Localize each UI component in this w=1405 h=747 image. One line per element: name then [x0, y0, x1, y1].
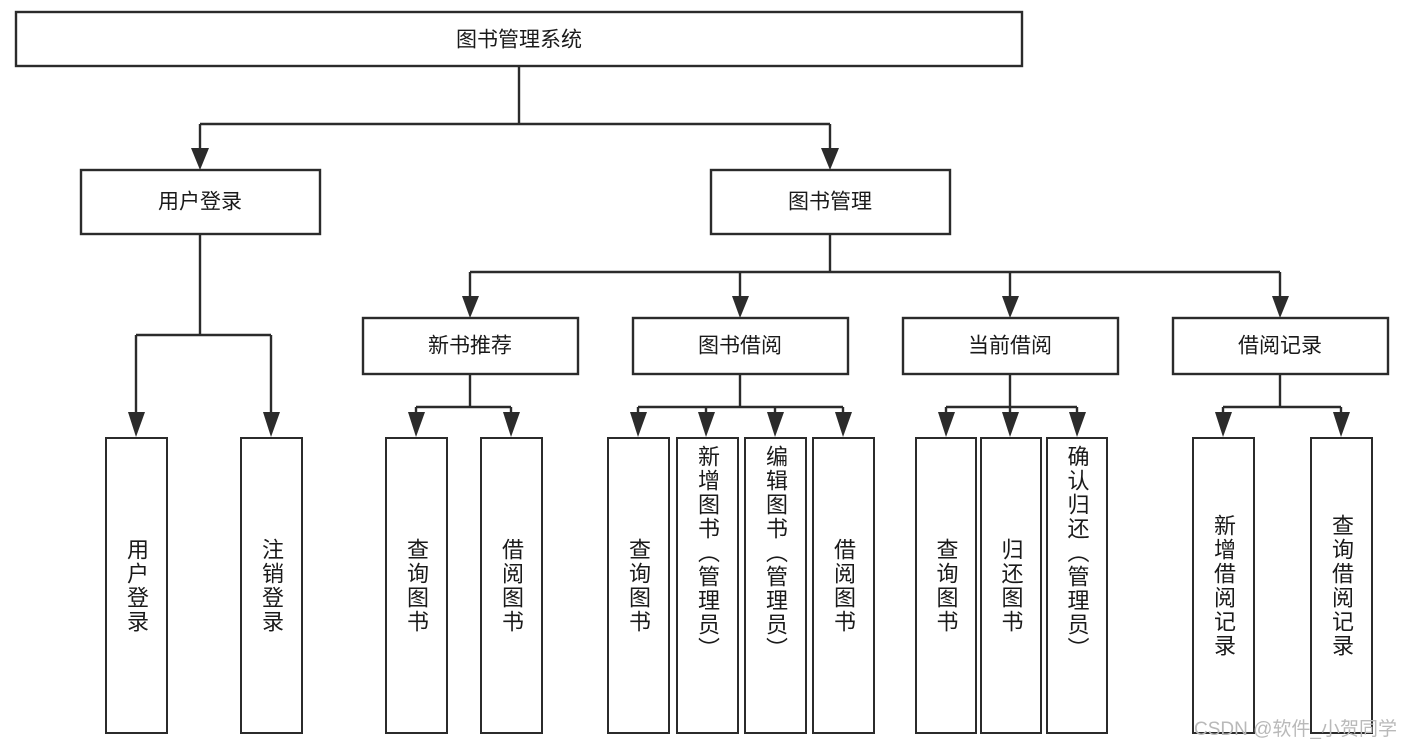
node-root[interactable]: 图书管理系统 [14, 10, 1024, 68]
node-borrow-record-label: 借阅记录 [1238, 335, 1322, 358]
arrowhead-book-borrow [732, 296, 749, 318]
node-borrow-record-rect[interactable] [1171, 316, 1390, 376]
node-user-login-rect[interactable] [79, 168, 322, 236]
leaf-box-bb-query-book[interactable]: 查询图书 [607, 437, 670, 734]
leaf-label-bb-query-book: 查询图书 [626, 537, 652, 634]
leaf-box-br-query-record[interactable]: 查询借阅记录 [1310, 437, 1373, 734]
node-book-borrow[interactable]: 图书借阅 [631, 316, 850, 376]
leaf-label-bb-add-book: 新增图书（管理员） [695, 445, 721, 661]
node-new-book-recommend[interactable]: 新书推荐 [361, 316, 580, 376]
leaf-label-user-login: 用户登录 [124, 537, 150, 634]
leaf-label-bb-borrow-book: 借阅图书 [831, 537, 857, 634]
arrowhead-new-book [462, 296, 479, 318]
node-new-book-recommend-label: 新书推荐 [428, 335, 512, 358]
leaf-label-br-query-record: 查询借阅记录 [1329, 513, 1355, 658]
node-root-rect[interactable] [14, 10, 1024, 68]
leaf-box-bb-edit-book[interactable]: 编辑图书（管理员） [744, 437, 807, 734]
arrowhead-br-leaf-2 [1333, 412, 1350, 437]
node-new-book-recommend-rect[interactable] [361, 316, 580, 376]
leaf-label-logout: 注销登录 [259, 537, 285, 634]
leaf-box-bb-add-book[interactable]: 新增图书（管理员） [676, 437, 739, 734]
arrowhead-nb-leaf-2 [503, 412, 520, 437]
leaf-label-bb-edit-book: 编辑图书（管理员） [763, 445, 789, 661]
leaf-label-cb-confirm-return: 确认归还（管理员） [1064, 445, 1090, 661]
leaf-label-nb-borrow-book: 借阅图书 [499, 537, 525, 634]
arrowhead-bb-leaf-2 [698, 412, 715, 437]
leaf-box-nb-query-book[interactable]: 查询图书 [385, 437, 448, 734]
leaf-box-cb-query-book[interactable]: 查询图书 [915, 437, 977, 734]
arrowhead-bb-leaf-3 [767, 412, 784, 437]
edges-layer [128, 66, 1350, 437]
arrowhead-br-leaf-1 [1215, 412, 1232, 437]
arrowhead-book-mgmt [821, 148, 839, 170]
arrowhead-leaf-user-login [128, 412, 145, 437]
leaf-box-cb-confirm-return[interactable]: 确认归还（管理员） [1046, 437, 1108, 734]
leaf-box-bb-borrow-book[interactable]: 借阅图书 [812, 437, 875, 734]
node-current-borrow[interactable]: 当前借阅 [901, 316, 1120, 376]
arrowhead-cb-leaf-2 [1002, 412, 1019, 437]
nodes-layer: 图书管理系统 用户登录 图书管理 新书推荐 图书借阅 当前借阅 [14, 10, 1390, 376]
leaf-box-nb-borrow-book[interactable]: 借阅图书 [480, 437, 543, 734]
leaf-box-cb-return-book[interactable]: 归还图书 [980, 437, 1042, 734]
node-borrow-record[interactable]: 借阅记录 [1171, 316, 1390, 376]
arrowhead-bb-leaf-1 [630, 412, 647, 437]
leaf-label-cb-return-book: 归还图书 [998, 537, 1024, 634]
node-book-management-rect[interactable] [709, 168, 952, 236]
arrowhead-leaf-logout [263, 412, 280, 437]
node-user-login[interactable]: 用户登录 [79, 168, 322, 236]
arrowhead-cb-leaf-3 [1069, 412, 1086, 437]
arrowhead-user-login [191, 148, 209, 170]
arrowhead-nb-leaf-1 [408, 412, 425, 437]
leaf-label-nb-query-book: 查询图书 [404, 537, 430, 634]
arrowhead-current-borrow [1002, 296, 1019, 318]
node-current-borrow-rect[interactable] [901, 316, 1120, 376]
leaf-box-br-add-record[interactable]: 新增借阅记录 [1192, 437, 1255, 734]
arrowhead-cb-leaf-1 [938, 412, 955, 437]
leaf-box-logout[interactable]: 注销登录 [240, 437, 303, 734]
node-book-management-label: 图书管理 [788, 191, 872, 214]
leaf-box-user-login[interactable]: 用户登录 [105, 437, 168, 734]
node-current-borrow-label: 当前借阅 [968, 335, 1052, 358]
node-root-label: 图书管理系统 [456, 29, 582, 52]
arrowhead-bb-leaf-4 [835, 412, 852, 437]
leaf-label-cb-query-book: 查询图书 [933, 537, 959, 634]
leaf-label-br-add-record: 新增借阅记录 [1211, 513, 1237, 658]
arrowhead-borrow-record [1272, 296, 1289, 318]
node-book-borrow-rect[interactable] [631, 316, 850, 376]
node-book-management[interactable]: 图书管理 [709, 168, 952, 236]
node-book-borrow-label: 图书借阅 [698, 335, 782, 358]
node-user-login-label: 用户登录 [158, 191, 242, 214]
